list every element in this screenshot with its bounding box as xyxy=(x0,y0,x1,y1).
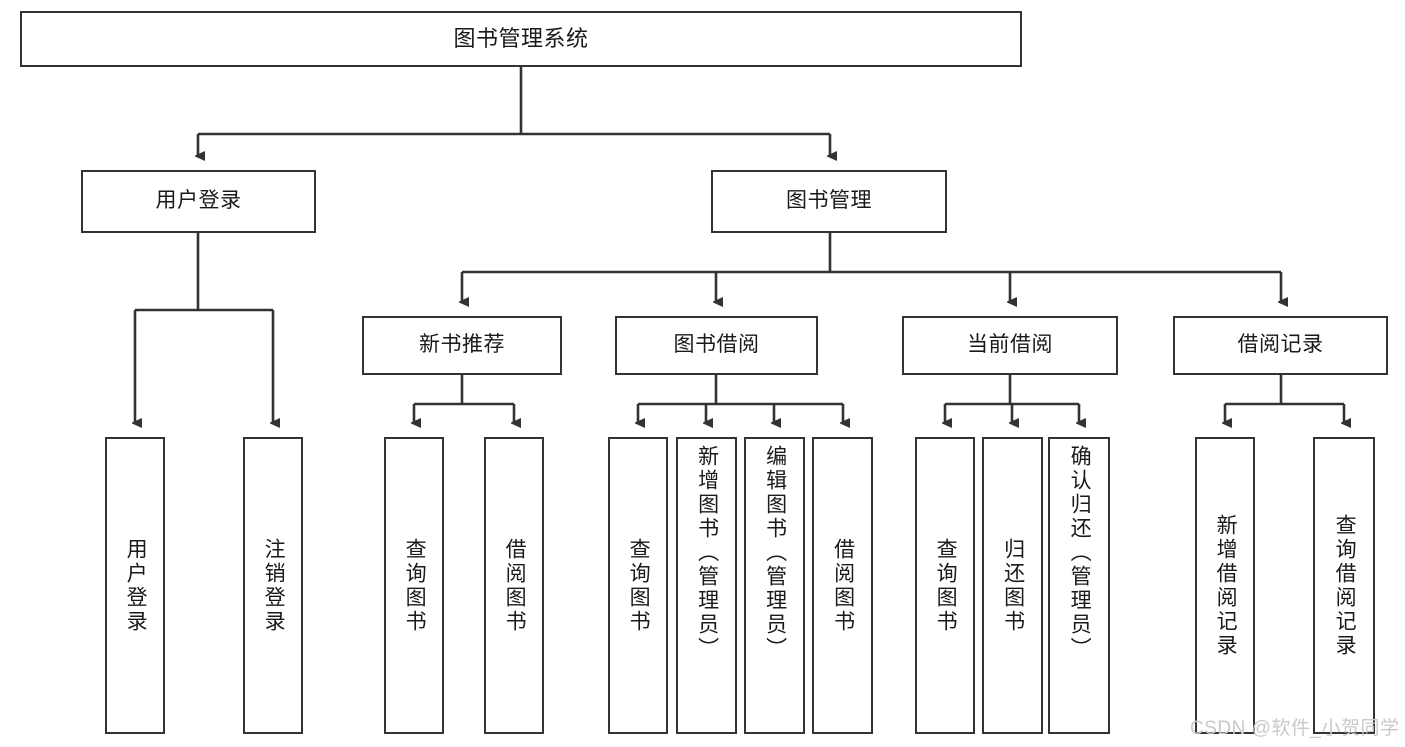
leaf-new-book-query[interactable]: 查询图书 xyxy=(384,437,444,734)
leaf-user-login-logout[interactable]: 注销登录 xyxy=(243,437,303,734)
leaf-book-borrow-query[interactable]: 查询图书 xyxy=(608,437,668,734)
leaf-current-borrow-confirm[interactable]: 确认归还（管理员） xyxy=(1048,437,1110,734)
node-label: 注销登录 xyxy=(262,537,286,634)
node-label: 确认归还（管理员） xyxy=(1068,445,1092,661)
leaf-book-borrow-borrow[interactable]: 借阅图书 xyxy=(812,437,873,734)
leaf-current-borrow-return[interactable]: 归还图书 xyxy=(982,437,1043,734)
node-label: 用户登录 xyxy=(124,537,148,634)
node-borrow-records[interactable]: 借阅记录 xyxy=(1173,316,1388,375)
node-new-book-recommend[interactable]: 新书推荐 xyxy=(362,316,562,375)
node-label: 当前借阅 xyxy=(967,333,1053,357)
leaf-current-borrow-query[interactable]: 查询图书 xyxy=(915,437,975,734)
node-label: 图书管理系统 xyxy=(453,26,589,52)
node-current-borrow[interactable]: 当前借阅 xyxy=(902,316,1118,375)
node-label: 查询图书 xyxy=(627,537,651,634)
leaf-new-book-borrow[interactable]: 借阅图书 xyxy=(484,437,544,734)
node-label: 借阅图书 xyxy=(831,537,855,634)
node-book-management[interactable]: 图书管理 xyxy=(711,170,947,233)
node-label: 图书管理 xyxy=(786,189,872,213)
node-label: 查询图书 xyxy=(403,537,427,634)
csdn-watermark: CSDN @软件_小贺同学 xyxy=(1190,718,1400,739)
node-label: 归还图书 xyxy=(1001,537,1025,634)
leaf-user-login-login[interactable]: 用户登录 xyxy=(105,437,165,734)
node-label: 借阅图书 xyxy=(503,537,527,634)
node-book-borrow[interactable]: 图书借阅 xyxy=(615,316,818,375)
node-label: 借阅记录 xyxy=(1237,333,1324,357)
node-label: 新增图书（管理员） xyxy=(695,445,719,661)
leaf-borrow-records-query[interactable]: 查询借阅记录 xyxy=(1313,437,1375,734)
node-label: 图书借阅 xyxy=(673,333,760,357)
node-label: 新增借阅记录 xyxy=(1214,513,1238,658)
leaf-borrow-records-add[interactable]: 新增借阅记录 xyxy=(1195,437,1255,734)
node-label: 查询图书 xyxy=(934,537,958,634)
node-label: 新书推荐 xyxy=(419,333,505,357)
leaf-book-borrow-edit[interactable]: 编辑图书（管理员） xyxy=(744,437,805,734)
node-user-login[interactable]: 用户登录 xyxy=(81,170,316,233)
node-label: 用户登录 xyxy=(155,189,242,213)
node-label: 编辑图书（管理员） xyxy=(763,445,787,661)
leaf-book-borrow-add[interactable]: 新增图书（管理员） xyxy=(676,437,737,734)
node-root-system[interactable]: 图书管理系统 xyxy=(20,11,1022,67)
node-label: 查询借阅记录 xyxy=(1333,513,1357,658)
